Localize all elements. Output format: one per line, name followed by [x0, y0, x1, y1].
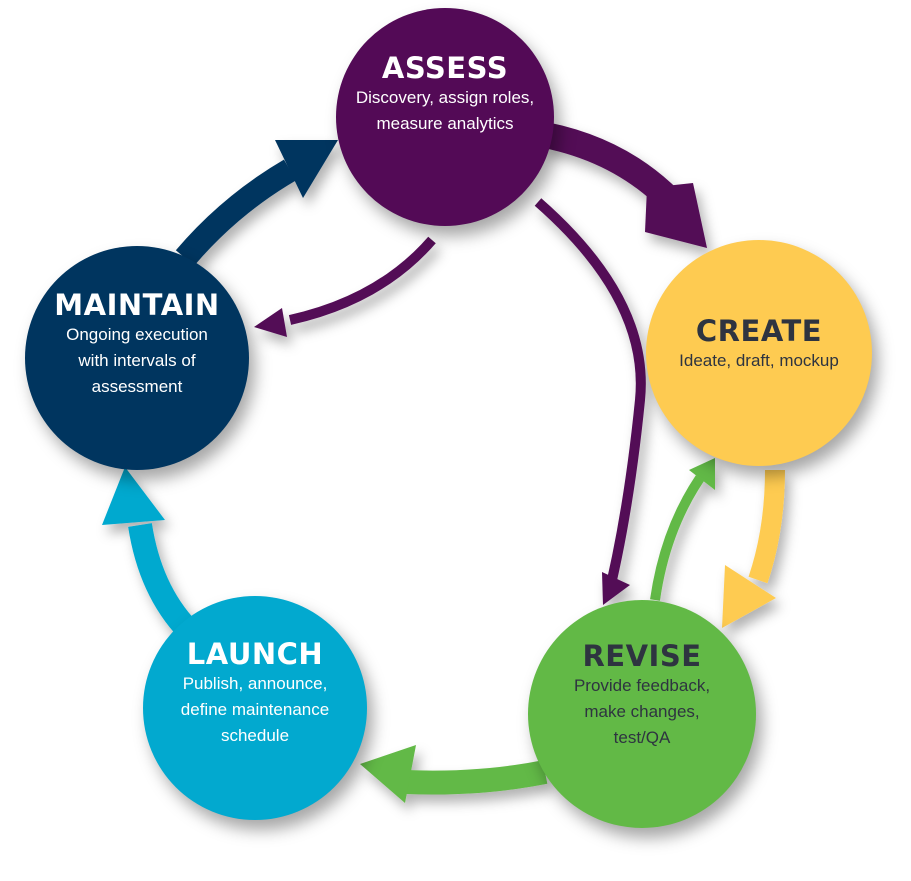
- arrow-create-to-revise: [722, 469, 785, 628]
- node-revise: REVISE Provide feedback, make changes, t…: [528, 600, 756, 828]
- node-description-line: test/QA: [613, 728, 671, 747]
- node-description-line: Ideate, draft, mockup: [679, 351, 839, 370]
- node-description-line: measure analytics: [376, 114, 514, 133]
- arrow-revise-to-launch: [360, 745, 548, 803]
- node-title: LAUNCH: [186, 637, 324, 671]
- node-description-line: define maintenance: [180, 700, 330, 719]
- node-description-line: Discovery, assign roles,: [355, 88, 535, 107]
- arrow-assess-to-maintain: [254, 236, 436, 337]
- node-description-line: Ongoing execution: [66, 325, 208, 344]
- arrow-assess-to-revise: [534, 198, 646, 605]
- node-description-line: make changes,: [584, 702, 700, 721]
- node-title: MAINTAIN: [54, 288, 220, 322]
- node-title: REVISE: [582, 639, 702, 673]
- node-description-line: Publish, announce,: [182, 674, 328, 693]
- node-description-line: with intervals of: [78, 351, 196, 370]
- node-launch: LAUNCH Publish, announce, define mainten…: [143, 596, 367, 820]
- arrow-assess-to-create: [542, 122, 707, 248]
- node-description-line: assessment: [91, 377, 183, 396]
- node-title: CREATE: [695, 314, 823, 348]
- arrow-launch-to-maintain: [102, 467, 197, 639]
- arrow-revise-to-create: [650, 458, 715, 601]
- node-create: CREATE Ideate, draft, mockup: [646, 240, 872, 466]
- node-assess: ASSESS Discovery, assign roles, measure …: [336, 8, 554, 226]
- arrow-maintain-to-assess: [175, 140, 338, 266]
- node-title: ASSESS: [381, 51, 509, 85]
- node-maintain: MAINTAIN Ongoing execution with interval…: [25, 246, 249, 470]
- node-description-line: schedule: [220, 726, 290, 745]
- node-description-line: Provide feedback,: [573, 676, 711, 695]
